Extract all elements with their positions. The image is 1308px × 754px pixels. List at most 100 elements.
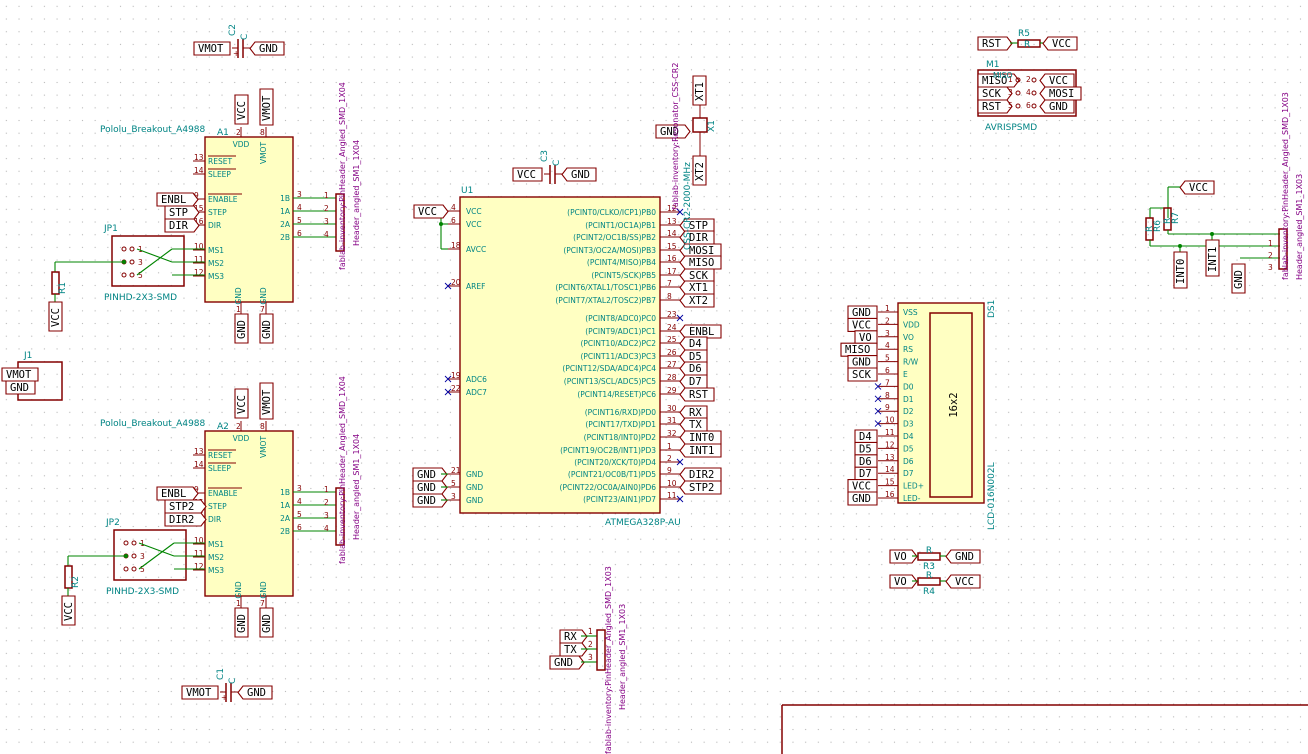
driver-2-pinnum: 1	[236, 599, 241, 608]
isp-gnd-label-text: GND	[1049, 101, 1068, 113]
ms-resistor-2-ref: R2	[71, 576, 81, 588]
mcu-net-int1-label[interactable]	[679, 443, 722, 458]
serial-tx-label[interactable]	[559, 642, 588, 657]
r3-vo-label[interactable]	[889, 549, 918, 564]
driver-2-enbl-label[interactable]	[156, 486, 199, 501]
driver-1-enbl-label[interactable]	[156, 192, 199, 207]
driver-1-pin-name: DIR	[208, 221, 221, 230]
serial-gnd-label[interactable]	[549, 655, 585, 670]
driver-2-gnd-txt: GND	[234, 581, 243, 598]
cap-3-right-label[interactable]	[237, 685, 273, 700]
ms-resistor-1-vcc-label[interactable]	[48, 301, 63, 332]
cap-2-right-label[interactable]	[561, 167, 597, 182]
motor-header-2-pinnum: 2	[324, 498, 329, 507]
mcu-gnd3-label[interactable]	[412, 493, 448, 508]
lcd-net-gnd-label[interactable]	[847, 491, 878, 506]
mcu-gnd2-label[interactable]	[412, 480, 448, 495]
mcu-pin-name: (PCINT7/XTAL2/TOSC2)PB7	[555, 296, 656, 305]
driver-1-pin-name: ENABLE	[208, 195, 238, 204]
isp-gnd-label[interactable]	[1039, 99, 1075, 114]
lcd-pin-name: LED+	[903, 482, 924, 491]
mcu-pin-name: (PCINT19/OC2B/INT1)PD3	[560, 446, 656, 455]
r4-vcc-label[interactable]	[945, 574, 981, 589]
pullup-vcc-label[interactable]	[1179, 180, 1215, 195]
mcu-pin-name: (PCINT0/CLKO/ICP1)PB0	[567, 208, 656, 217]
motor-header-1-body	[335, 193, 345, 252]
lcd-net-vcc-label-text: VCC	[852, 319, 871, 331]
crystal-xt2-label[interactable]	[692, 155, 707, 186]
driver-2-stp-label[interactable]	[164, 499, 207, 514]
r5-vcc-label[interactable]	[1042, 36, 1078, 51]
driver-1-gnd2-label[interactable]	[259, 313, 274, 344]
driver-1-stp-label[interactable]	[164, 205, 200, 220]
driver-1-dir-label[interactable]	[164, 218, 200, 233]
driver-1-pin-name: 2B	[280, 233, 290, 242]
mcu-net-rst-label[interactable]	[679, 387, 715, 402]
cap-3-left-label[interactable]	[181, 685, 219, 700]
isp-sck-label[interactable]	[977, 86, 1013, 101]
pullup-int1-label[interactable]	[1205, 239, 1220, 277]
no-connect-mark	[874, 383, 882, 390]
j1-vmot-label[interactable]	[1, 367, 39, 382]
driver-1-pin-name: 1B	[280, 194, 290, 203]
driver-1-vmot-label[interactable]	[259, 88, 274, 126]
crystal-gnd-label[interactable]	[655, 124, 691, 139]
jumper-2-pad	[123, 540, 129, 546]
driver-1-gnd1-label[interactable]	[234, 313, 249, 344]
driver-2-gnd2-label[interactable]	[259, 607, 274, 638]
r5-rst-label[interactable]	[977, 36, 1013, 51]
pullup-int0-label-text: INT0	[1175, 259, 1187, 284]
mcu-gnd1-label[interactable]	[412, 467, 448, 482]
serial-rx-label[interactable]	[559, 629, 588, 644]
isp-rst-label[interactable]	[977, 99, 1013, 114]
mcu-pin-name: GND	[466, 470, 483, 479]
driver-1-pinnum: 3	[297, 190, 302, 199]
mcu-net-stp2-label[interactable]	[679, 480, 722, 495]
cap-1-left-label[interactable]	[193, 41, 231, 56]
crystal-xt1-label[interactable]	[692, 75, 707, 106]
driver-2-pinnum: 9	[194, 485, 199, 494]
driver-2-pinnum: 10	[194, 536, 204, 545]
j1-vmot-label-text: VMOT	[6, 369, 32, 381]
mcu-pin-name: (PCINT20/XCK/T0)PD4	[574, 458, 656, 467]
lcd-pinnum: 10	[885, 416, 895, 425]
r3-gnd-label[interactable]	[945, 549, 981, 564]
mcu-vcc-label[interactable]	[413, 204, 449, 219]
driver-2-gnd1-label[interactable]	[234, 607, 249, 638]
driver-1-vcc-label[interactable]	[234, 94, 249, 125]
lcd-pin-name: LED-	[903, 494, 921, 503]
mcu-gnd3-label-text: GND	[417, 495, 436, 507]
j1-gnd-label[interactable]	[5, 380, 36, 395]
driver-2-vcc-label[interactable]	[234, 388, 249, 419]
ms-resistor-2-vcc-label[interactable]	[61, 595, 76, 626]
mcu-pin-name: AREF	[466, 282, 485, 291]
lcd-pinnum: 4	[885, 341, 890, 350]
lcd-net-sck-label[interactable]	[847, 367, 878, 382]
pullup-gnd-label-text: GND	[1233, 270, 1245, 289]
pullup-gnd-label[interactable]	[1231, 263, 1246, 294]
mcu-pin-name: (PCINT8/ADC0)PC0	[585, 314, 656, 323]
mcu-net-xt2-label[interactable]	[679, 293, 715, 308]
driver-2-dir-label[interactable]	[164, 512, 207, 527]
driver-1-pinnum: 4	[297, 203, 302, 212]
driver-1-dir-label-text: DIR	[169, 220, 189, 232]
crystal-xt1-label-text: XT1	[694, 82, 706, 101]
r4-vo-label[interactable]	[889, 574, 918, 589]
mcu-net-d4-label-text: D4	[689, 338, 702, 350]
mcu-pinnum: 9	[667, 466, 672, 475]
cap-2-left-label[interactable]	[512, 167, 543, 182]
mcu-pinnum: 1	[667, 442, 672, 451]
jumper-2-pinnum: 1	[140, 539, 145, 548]
lcd-screen	[929, 312, 973, 498]
r6-ref: R6	[1153, 220, 1163, 232]
r3-val: R	[926, 546, 932, 556]
mcu-gnd2-label-text: GND	[417, 482, 436, 494]
cap-1-right-label[interactable]	[249, 41, 285, 56]
isp-miso-label[interactable]	[977, 73, 1020, 88]
lcd-pin-name: VDD	[903, 320, 920, 329]
driver-2-vmot-label[interactable]	[259, 382, 274, 420]
pullup-int0-label[interactable]	[1173, 251, 1188, 289]
driver-2-pin-name: 2B	[280, 527, 290, 536]
